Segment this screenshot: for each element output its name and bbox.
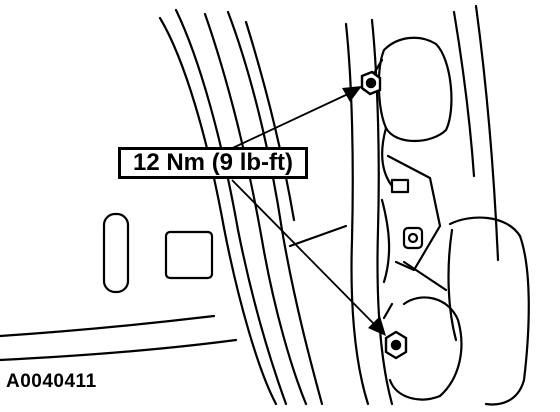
upper-bolt xyxy=(360,70,382,96)
lower-hinge xyxy=(382,216,530,406)
torque-spec-callout: 12 Nm (9 lb-ft) xyxy=(118,147,308,179)
slot-cutout xyxy=(102,212,130,294)
reference-line xyxy=(288,224,348,248)
hinge-pillar xyxy=(344,4,500,406)
figure-id-label: A0040411 xyxy=(6,371,97,392)
leader-line-upper xyxy=(223,86,362,153)
lower-bolt xyxy=(384,330,408,360)
body-panel-edges xyxy=(0,8,324,406)
square-cutout xyxy=(164,230,214,280)
leader-line-lower xyxy=(231,179,386,336)
